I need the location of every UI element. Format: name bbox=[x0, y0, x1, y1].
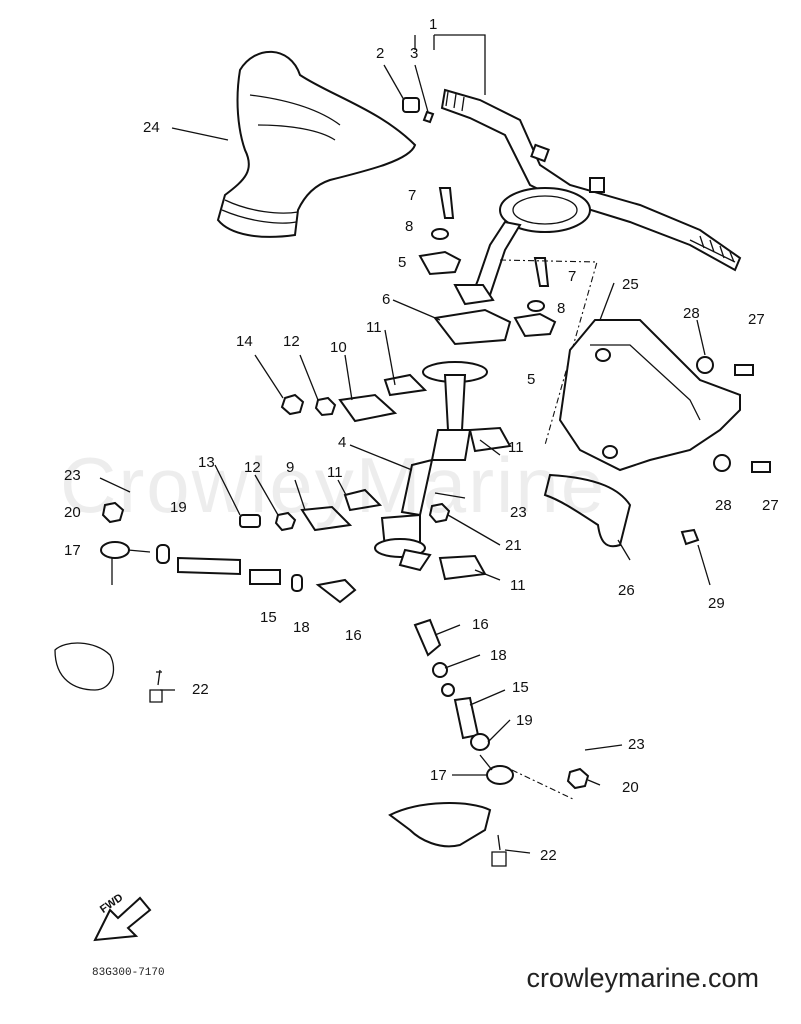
callout-3: 3 bbox=[410, 45, 419, 62]
callout-15b: 15 bbox=[512, 679, 529, 696]
callout-5b: 5 bbox=[527, 371, 536, 388]
callout-29: 29 bbox=[708, 595, 725, 612]
callout-12b: 12 bbox=[244, 459, 261, 476]
screw-29 bbox=[680, 528, 700, 546]
callout-25: 25 bbox=[622, 276, 639, 293]
callout-23a: 23 bbox=[64, 467, 81, 484]
handlebar bbox=[440, 88, 742, 302]
bracket-9 bbox=[300, 505, 353, 532]
column-cover bbox=[543, 473, 632, 548]
handlebar-pin bbox=[422, 110, 435, 124]
ball-joint-left bbox=[100, 541, 357, 604]
callout-4: 4 bbox=[338, 434, 347, 451]
callout-22a: 22 bbox=[192, 681, 209, 698]
callout-21: 21 bbox=[505, 537, 522, 554]
callout-27b: 27 bbox=[762, 497, 779, 514]
callout-10: 10 bbox=[330, 339, 347, 356]
lower-bracket bbox=[388, 802, 492, 848]
bracket-outline bbox=[54, 642, 115, 691]
callout-8a: 8 bbox=[405, 218, 414, 235]
nut-12a bbox=[314, 396, 337, 417]
grommet-28a bbox=[696, 356, 714, 374]
callout-18a: 18 bbox=[293, 619, 310, 636]
callout-20a: 20 bbox=[64, 504, 81, 521]
nut-14 bbox=[280, 393, 305, 416]
callout-23c: 23 bbox=[628, 736, 645, 753]
pin-23b bbox=[434, 492, 466, 499]
bolt-27b bbox=[751, 461, 771, 473]
callout-11a: 11 bbox=[366, 319, 382, 336]
nut-20b bbox=[566, 767, 590, 790]
bolt-22a bbox=[149, 669, 163, 703]
handlebar-plug bbox=[402, 97, 420, 113]
site-link[interactable]: crowleymarine.com bbox=[526, 963, 759, 993]
callout-17a: 17 bbox=[64, 542, 81, 559]
nut-12b bbox=[274, 511, 297, 532]
callout-7a: 7 bbox=[408, 187, 417, 204]
callout-14: 14 bbox=[236, 333, 253, 350]
clamp-11d bbox=[438, 554, 487, 581]
bolt-22b bbox=[491, 834, 507, 867]
callout-15a: 15 bbox=[260, 609, 277, 626]
callout-7b: 7 bbox=[568, 268, 577, 285]
callout-19b: 19 bbox=[516, 712, 533, 729]
clamp-11a bbox=[383, 373, 428, 397]
callout-11b: 11 bbox=[508, 439, 524, 456]
pin-23a bbox=[99, 477, 131, 493]
bolt-27a bbox=[734, 364, 754, 376]
callout-11c: 11 bbox=[327, 464, 343, 481]
callout-13: 13 bbox=[198, 454, 215, 471]
part-code: 83G300-7170 bbox=[92, 967, 165, 979]
callout-22b: 22 bbox=[540, 847, 557, 864]
callout-11d: 11 bbox=[510, 577, 526, 594]
grommet-28b bbox=[713, 454, 731, 472]
console-bracket bbox=[558, 319, 741, 472]
watermark: CrowleyMarine bbox=[60, 441, 607, 529]
lower-linkage bbox=[413, 618, 514, 785]
bracket-10 bbox=[338, 393, 398, 423]
callout-2: 2 bbox=[376, 45, 385, 62]
callout-24: 24 bbox=[143, 119, 160, 136]
callout-20b: 20 bbox=[622, 779, 639, 796]
callout-12a: 12 bbox=[283, 333, 300, 350]
grip-cover bbox=[216, 50, 417, 238]
callout-8b: 8 bbox=[557, 300, 566, 317]
clamp-11c bbox=[343, 488, 383, 512]
callout-28b: 28 bbox=[715, 497, 732, 514]
callout-19a: 19 bbox=[170, 499, 187, 516]
callout-23b: 23 bbox=[510, 504, 527, 521]
nut-21 bbox=[428, 502, 451, 524]
fwd-arrow bbox=[93, 896, 152, 942]
callout-16b: 16 bbox=[472, 616, 489, 633]
callout-16a: 16 bbox=[345, 627, 362, 644]
bolt-13 bbox=[239, 514, 261, 528]
callout-1: 1 bbox=[429, 16, 438, 33]
leader-lines bbox=[160, 34, 711, 854]
callout-9: 9 bbox=[286, 459, 295, 476]
callout-27a: 27 bbox=[748, 311, 765, 328]
callout-5a: 5 bbox=[398, 254, 407, 271]
callout-18b: 18 bbox=[490, 647, 507, 664]
clamp-11b bbox=[468, 426, 512, 453]
callout-28a: 28 bbox=[683, 305, 700, 322]
leader-dash bbox=[511, 769, 576, 801]
callout-17b: 17 bbox=[430, 767, 447, 784]
upper-clamp-group bbox=[418, 187, 557, 346]
steering-column bbox=[374, 361, 488, 572]
nut-20a bbox=[101, 501, 125, 524]
callout-26: 26 bbox=[618, 582, 635, 599]
callout-6: 6 bbox=[382, 291, 391, 308]
